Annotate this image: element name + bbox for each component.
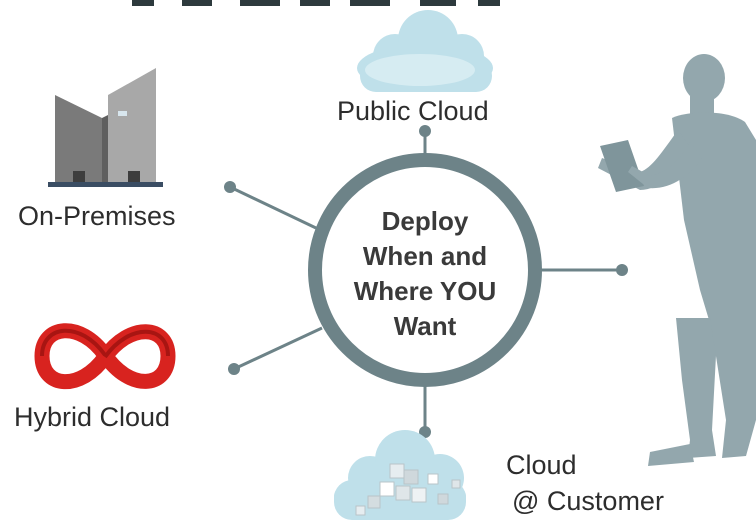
connector-dots (224, 125, 628, 438)
hub-line: Deploy (381, 206, 469, 236)
dot-cloud-customer (419, 426, 431, 438)
label-public-cloud: Public Cloud (337, 96, 489, 126)
cropped-title-fragment (132, 0, 500, 6)
dot-on-premises (224, 181, 236, 193)
building-icon (48, 68, 163, 187)
cloud-icon-highlight (365, 54, 475, 86)
infinity-icon-shade (40, 328, 170, 359)
hub-label: Deploy When and Where YOU Want (330, 204, 520, 344)
label-cloud-customer-line2: @ Customer (512, 486, 664, 516)
hub-line: Where YOU (353, 276, 497, 306)
person-with-tablet-silhouette (598, 54, 756, 466)
label-cloud-customer-line1: Cloud (506, 450, 577, 480)
hub-ring (308, 153, 542, 387)
dot-public-cloud (419, 125, 431, 137)
connector-lines (229, 132, 622, 432)
hub-line: When and (362, 241, 488, 271)
cubes (355, 463, 461, 516)
connector-on-premises (229, 185, 317, 230)
label-on-premises: On-Premises (18, 201, 176, 231)
connector-hybrid (233, 326, 323, 371)
hub-line: Want (393, 311, 457, 341)
dot-hybrid (228, 363, 240, 375)
cloud-cubes-icon (334, 430, 466, 520)
dot-right (616, 264, 628, 276)
label-hybrid-cloud: Hybrid Cloud (14, 402, 171, 432)
